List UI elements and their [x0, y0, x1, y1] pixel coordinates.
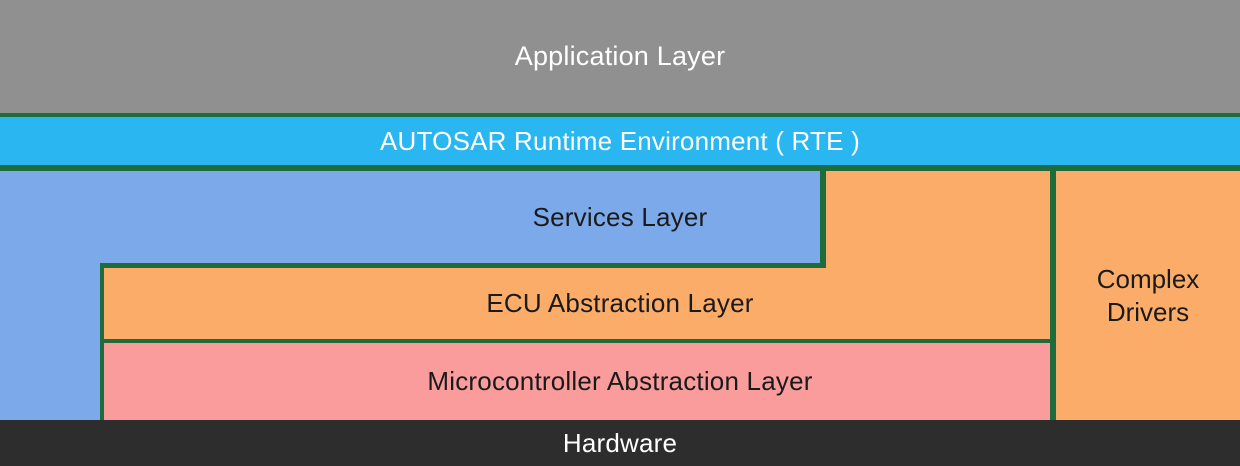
complex-drivers-block: Complex Drivers	[1056, 171, 1240, 420]
services-layer-left-column	[0, 171, 100, 420]
services-layer-label: Services Layer	[532, 201, 708, 232]
rte-block	[0, 117, 1240, 165]
services-layer-block	[0, 171, 820, 263]
application-layer-label: Application Layer	[514, 41, 726, 71]
ecu-abstraction-upper-block	[826, 171, 1050, 268]
complex-drivers-label: Complex Drivers	[1096, 264, 1200, 327]
ecu-abstraction-label: ECU Abstraction Layer	[486, 288, 754, 318]
hardware-label: Hardware	[562, 427, 678, 458]
application-layer-block	[0, 0, 1240, 113]
rte-label: AUTOSAR Runtime Environment ( RTE )	[380, 125, 860, 156]
mcal-block	[104, 343, 1050, 420]
hardware-block	[0, 420, 1240, 466]
mcal-label: Microcontroller Abstraction Layer	[427, 366, 813, 396]
ecu-abstraction-block	[104, 268, 1050, 339]
